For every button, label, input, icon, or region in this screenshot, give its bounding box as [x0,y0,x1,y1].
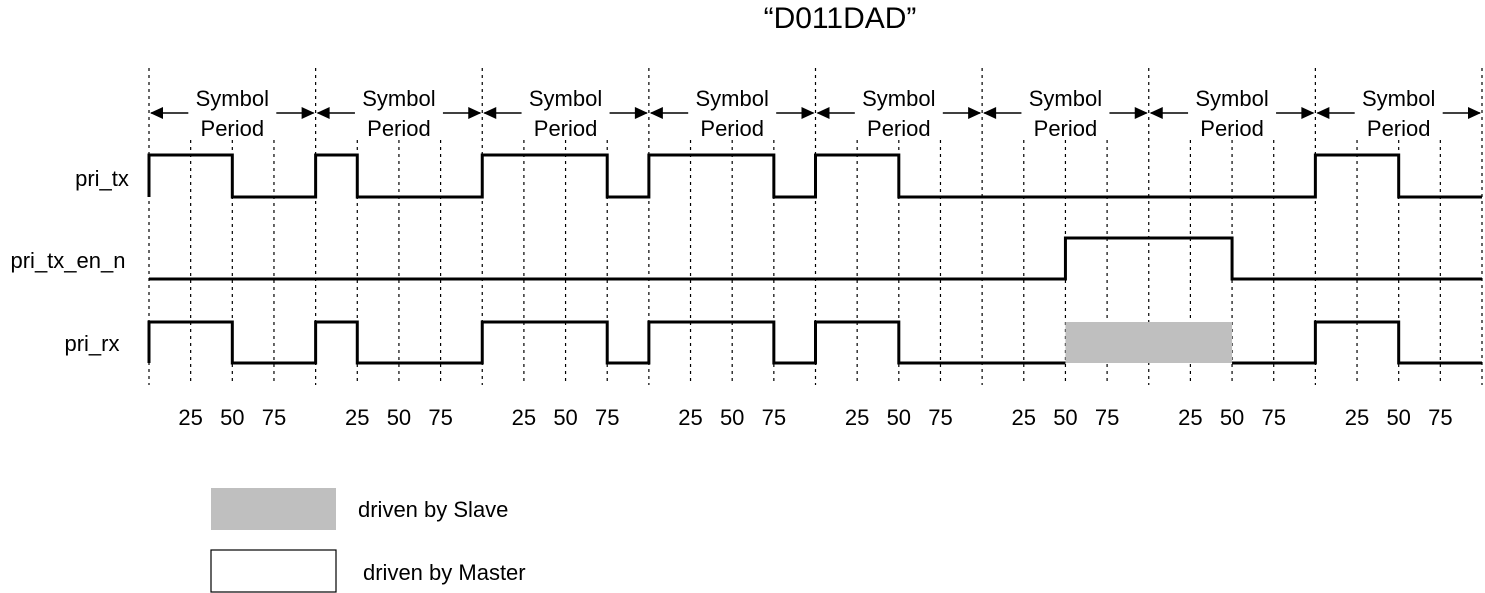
tick-label-75: 75 [1428,405,1452,430]
signal-label-pri_tx: pri_tx [75,166,129,191]
tick-label-75: 75 [928,405,952,430]
tick-label-50: 50 [220,405,244,430]
tick-label-50: 50 [887,405,911,430]
tick-label-75: 75 [1261,405,1285,430]
tick-labels: 25 50 75 25 50 75 25 50 75 25 50 75 25 50 75 25 50 75 25 50… [178,405,1452,430]
slave-driven-region [1065,322,1233,363]
arrow-right-icon [1134,107,1148,119]
arrow-left-icon [316,107,330,119]
tick-label-75: 75 [428,405,452,430]
symbol-period-label-top: Symbol [1362,86,1435,111]
symbol-period-label-top: Symbol [1195,86,1268,111]
legend-master-label: driven by Master [363,560,526,585]
tick-label-25: 25 [1345,405,1369,430]
tick-label-50: 50 [1386,405,1410,430]
waveforms [147,153,1482,365]
signal-labels: pri_tx pri_tx_en_n pri_rx [11,166,129,356]
arrow-right-icon [801,107,815,119]
tick-label-50: 50 [1053,405,1077,430]
arrow-right-icon [968,107,982,119]
waveform-pri_tx_en_n [149,236,1482,281]
tick-label-50: 50 [387,405,411,430]
tick-label-75: 75 [1095,405,1119,430]
symbol-period-label-top: Symbol [529,86,602,111]
symbol-period-label-bottom: Period [1034,116,1098,141]
symbol-period-label-bottom: Period [534,116,598,141]
legend-master-swatch [210,549,337,593]
arrow-left-icon [1149,107,1163,119]
symbol-period-label-top: Symbol [362,86,435,111]
arrow-left-icon [649,107,663,119]
tick-label-75: 75 [262,405,286,430]
symbol-period-label-bottom: Period [1367,116,1431,141]
tick-label-25: 25 [1012,405,1036,430]
symbol-period-label-bottom: Period [867,116,931,141]
arrow-left-icon [483,107,497,119]
arrow-left-icon [816,107,830,119]
symbol-period-label-top: Symbol [196,86,269,111]
tick-label-75: 75 [595,405,619,430]
arrow-right-icon [1301,107,1315,119]
arrow-right-icon [634,107,648,119]
symbol-period-label-top: Symbol [1029,86,1102,111]
symbol-period-label-bottom: Period [1200,116,1264,141]
tick-label-25: 25 [178,405,202,430]
tick-label-50: 50 [553,405,577,430]
legend-slave-label: driven by Slave [358,497,508,522]
symbol-period-label-top: Symbol [862,86,935,111]
arrow-right-icon [468,107,482,119]
symbol-period-label-bottom: Period [700,116,764,141]
legend-slave-swatch [211,488,336,530]
symbol-period-label-top: Symbol [696,86,769,111]
tick-label-50: 50 [720,405,744,430]
arrow-left-icon [983,107,997,119]
legend: driven by Slave driven by Master [210,488,526,593]
diagram-title: “D011DAD” [764,2,917,35]
tick-label-25: 25 [345,405,369,430]
tick-label-25: 25 [845,405,869,430]
tick-label-25: 25 [678,405,702,430]
signal-label-pri_tx_en_n: pri_tx_en_n [11,248,126,273]
arrow-right-icon [301,107,315,119]
arrow-left-icon [150,107,163,119]
tick-label-50: 50 [1220,405,1244,430]
symbol-period-label-bottom: Period [201,116,265,141]
tick-label-25: 25 [1178,405,1202,430]
arrow-left-icon [1316,107,1330,119]
arrow-right-icon [1468,107,1481,119]
tick-label-25: 25 [512,405,536,430]
tick-label-75: 75 [762,405,786,430]
waveform-pri_tx [147,153,1482,199]
symbol-period-label-bottom: Period [367,116,431,141]
signal-label-pri_rx: pri_rx [64,331,119,356]
waveform-pri_rx [147,320,1482,365]
